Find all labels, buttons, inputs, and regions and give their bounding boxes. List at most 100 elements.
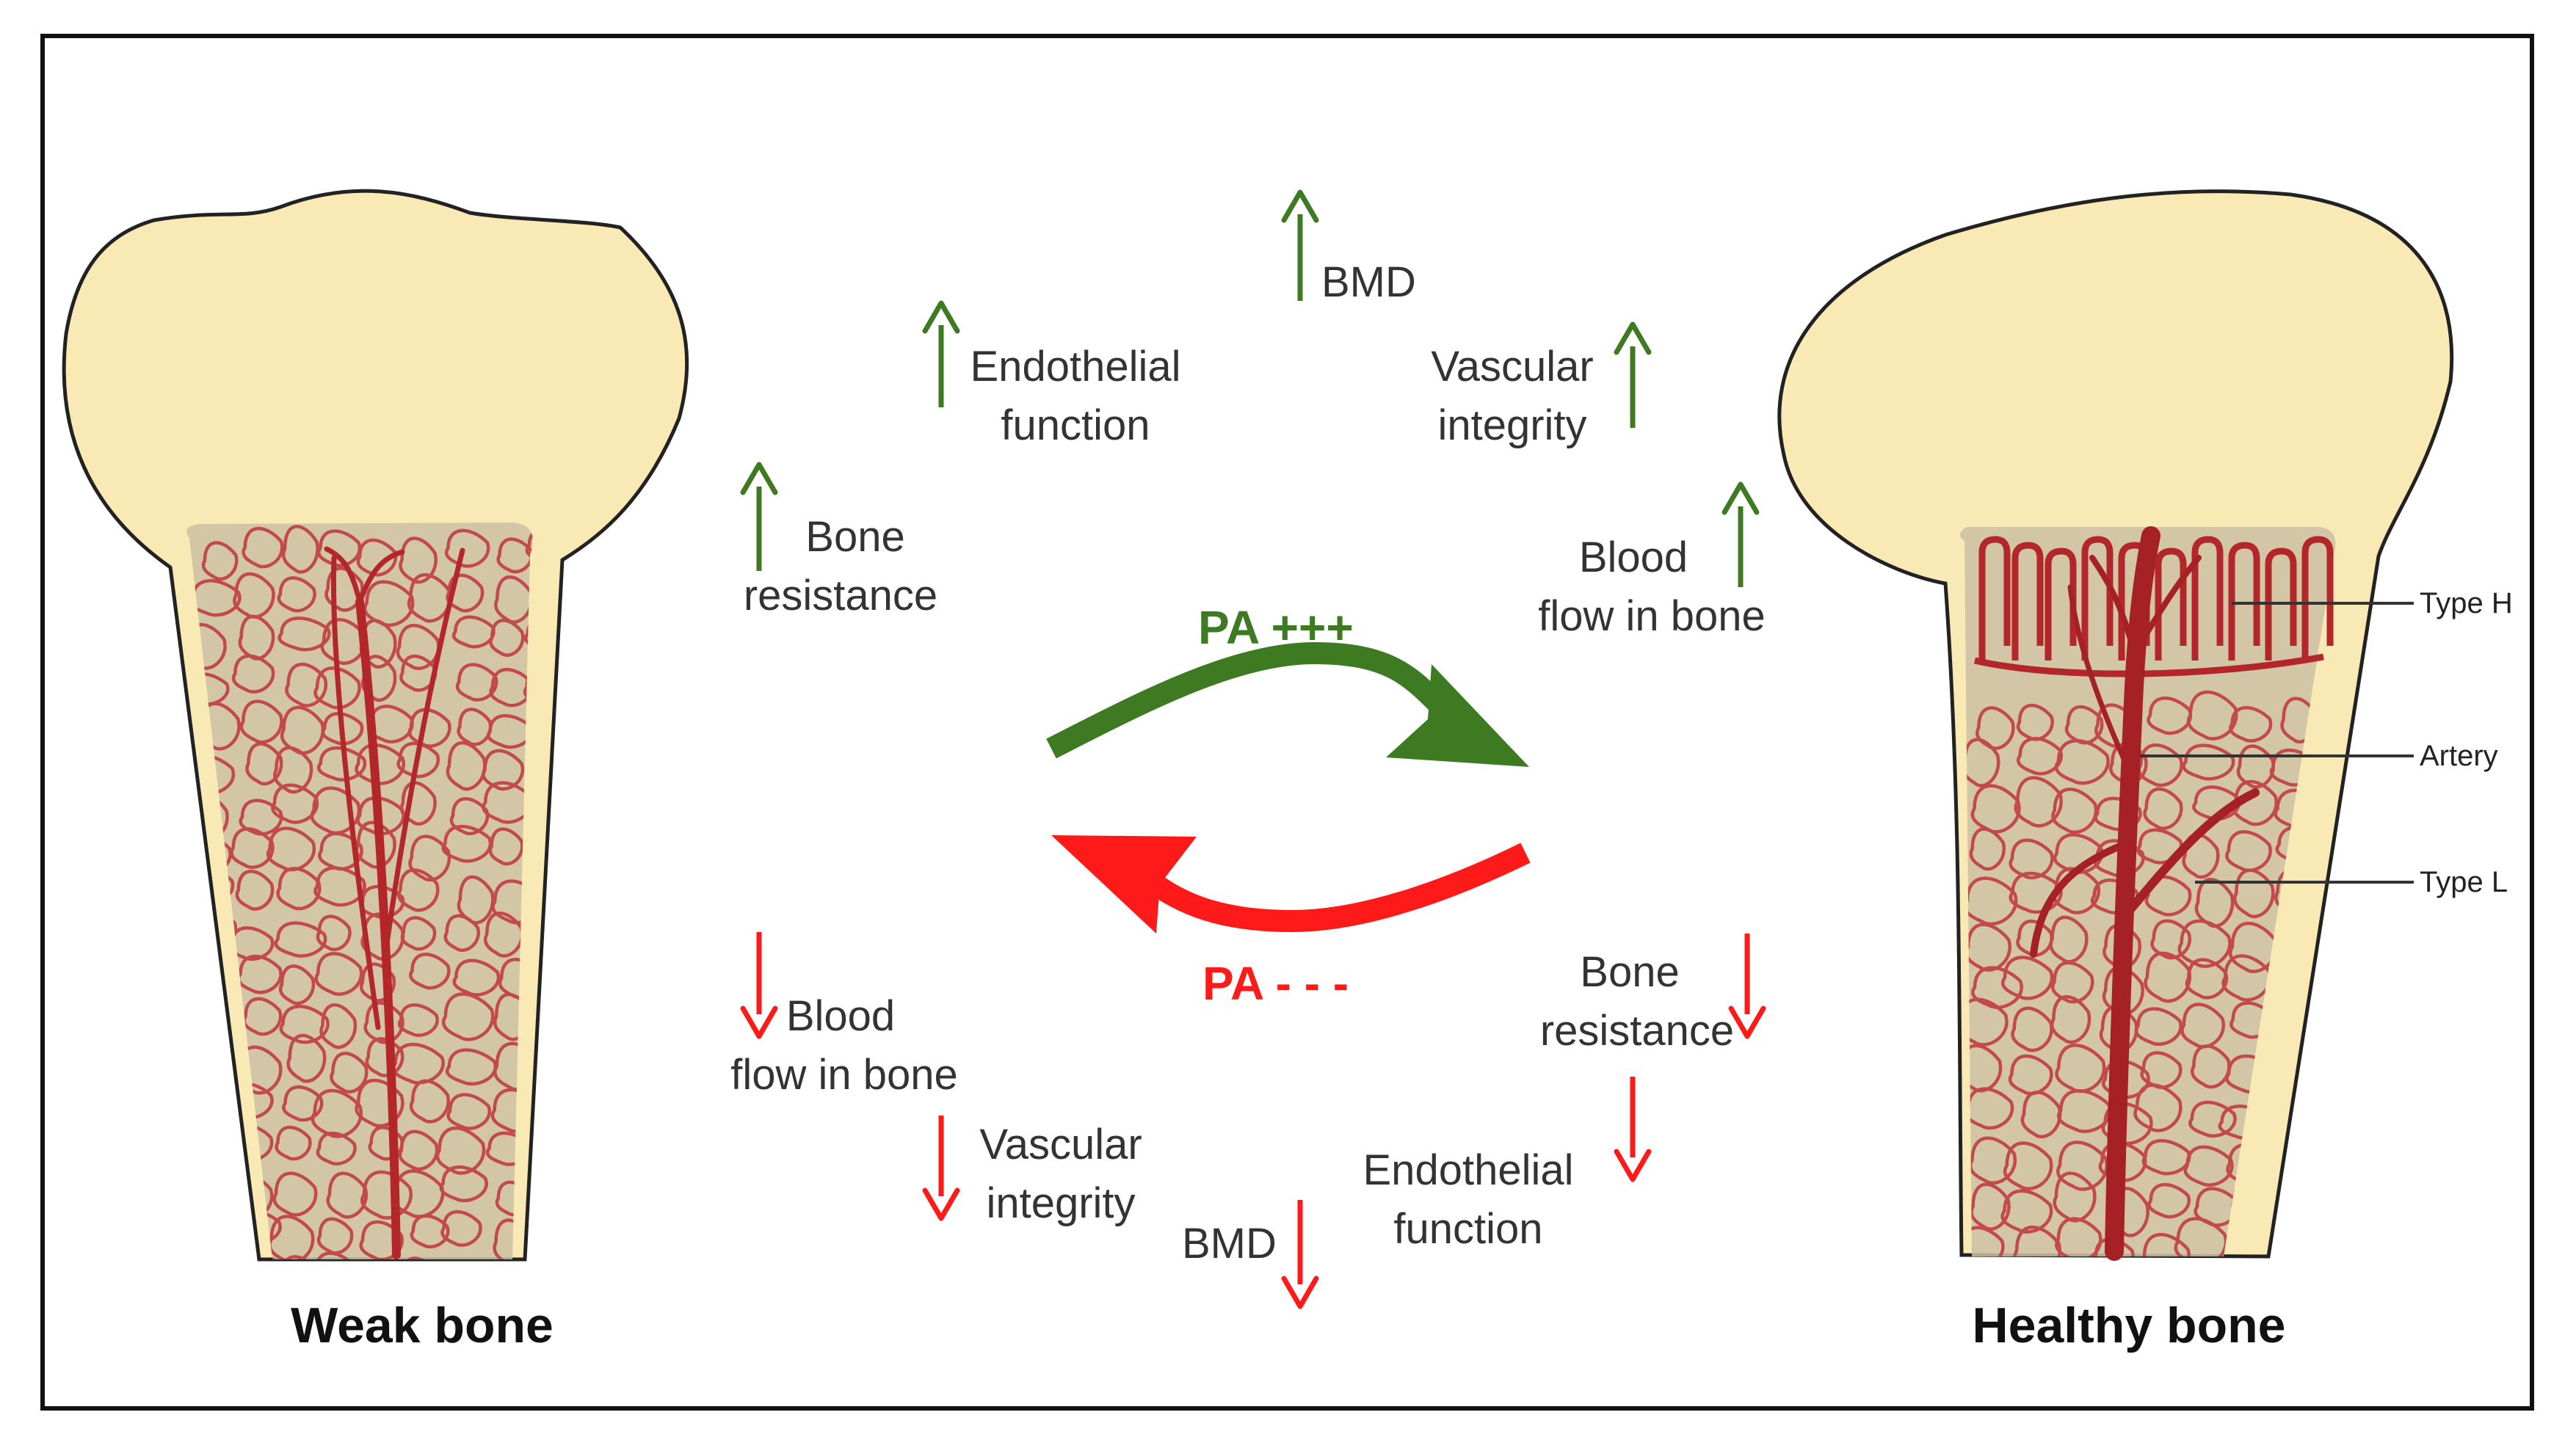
capillary-loop [396,741,440,779]
capillary-loop [457,875,495,925]
effect-up-blood-flow-line-2: flow in bone [1538,592,1766,640]
up-arrows [740,189,1760,587]
capillary-loop [2054,739,2110,785]
capillary-loop [319,1003,358,1049]
capillary-loop [2016,703,2054,741]
capillary-loop [274,921,327,958]
capillary-loop [2093,839,2145,878]
capillary-loop [242,997,283,1036]
capillary-loop [201,541,239,581]
effect-down-bmd-text: BMD [1182,1220,1277,1267]
capillary-loop [441,824,493,863]
capillary-loop [363,580,415,627]
capillary-loop [2229,706,2273,743]
capillary-loop [272,1171,318,1217]
capillary-loop [410,1214,450,1249]
capillary-loop [2016,919,2053,957]
capillary-loop [2013,1225,2062,1256]
capillary-loop [407,707,451,748]
effect-up-endothelial-function: Endothelial function [958,338,1193,455]
capillary-loop [365,1037,404,1077]
capillary-loop [314,952,363,996]
capillary-loop [449,797,490,835]
capillary-loop [445,1048,498,1086]
capillary-loop [275,1125,312,1161]
capillary-loop [1970,1182,2011,1231]
capillary-loop [356,538,398,577]
pa-increase-arrow [1046,641,1529,767]
capillary-loop [488,827,524,866]
capillary-loop [444,528,490,568]
capillary-loop [489,619,525,657]
capillary-loop [2050,994,2091,1044]
capillary-loop [2001,956,2054,1000]
capillary-loop [2011,1006,2053,1052]
effect-up-endothelial-line-2: function [1001,401,1150,449]
capillary-loop [311,1088,363,1138]
capillary-loop [440,1209,482,1247]
capillary-loop [2055,1044,2106,1094]
capillary-loop [285,662,328,707]
blood-flow-in-bone-down-arrow [740,932,778,1039]
capillary-loop [312,1251,357,1259]
capillary-loop [2180,1003,2225,1049]
capillary-loop [360,1170,413,1220]
capillary-loop [2150,919,2192,960]
capillary-loop [446,1093,491,1130]
effect-up-bmd-text: BMD [1321,258,1416,306]
effect-down-bmd: BMD [1182,1215,1277,1273]
capillary-loop [245,742,283,786]
effect-up-bone-resistance-line-1: Bone [805,513,905,561]
effect-up-bmd: BMD [1321,253,1416,312]
capillary-loop [2225,830,2272,873]
capillary-loop [2053,1171,2097,1223]
capillary-loop [397,868,440,912]
capillary-loop [2000,1189,2053,1234]
capillary-loop [2134,1007,2183,1046]
capillary-loop [355,1078,404,1128]
capillary-loop [2050,961,2094,1004]
capillary-loop [435,1126,486,1175]
capillary-loop [1969,827,2006,871]
weak-bone-caption: Weak bone [291,1298,554,1353]
capillary-loop [316,529,362,567]
capillary-loop [278,964,316,1005]
healthy-bone-artery [2030,526,2260,1261]
capillary-loop [239,798,283,836]
blood-flow-in-bone-up-arrow [1721,481,1760,587]
capillary-loop [2147,696,2193,735]
capillary-loop [2141,1232,2191,1256]
capillary-loop [2147,1182,2191,1219]
vascular-integrity-down-arrow [922,1116,960,1221]
capillary-loop [2186,690,2238,741]
pa-increase-label: PA +++ [1198,601,1354,654]
capillary-loop [452,958,501,997]
capillary-loop [313,666,361,710]
capillary-loop [316,1217,354,1255]
effect-up-vascular-line-1: Vascular [1431,343,1594,390]
capillary-loop [2049,915,2089,964]
capillary-loop [321,712,364,746]
capillary-loop [399,536,438,584]
capillary-loop [238,614,275,661]
effect-down-blood-flow-line-2: flow in bone [730,1051,958,1099]
pa-decrease-label: PA - - - [1202,957,1349,1010]
type-h-columns [1978,536,2334,661]
capillary-loop [2188,1100,2237,1138]
capillary-loop [242,526,284,569]
capillary-loop [1968,1136,2017,1185]
capillary-loop [2194,878,2235,928]
endothelial-function-up-arrow [922,300,960,407]
capillary-loop [523,617,533,652]
capillary-loop [316,914,352,952]
capillary-loop [1964,923,2011,972]
capillary-loop [441,992,495,1041]
effect-down-vascular-line-2: integrity [986,1179,1136,1227]
capillary-loop [490,1088,533,1133]
capillary-loop [409,953,451,990]
effect-down-bone-resistance-line-1: Bone [1580,948,1680,996]
capillary-loop [231,654,275,694]
capillary-loop [2052,867,2101,914]
